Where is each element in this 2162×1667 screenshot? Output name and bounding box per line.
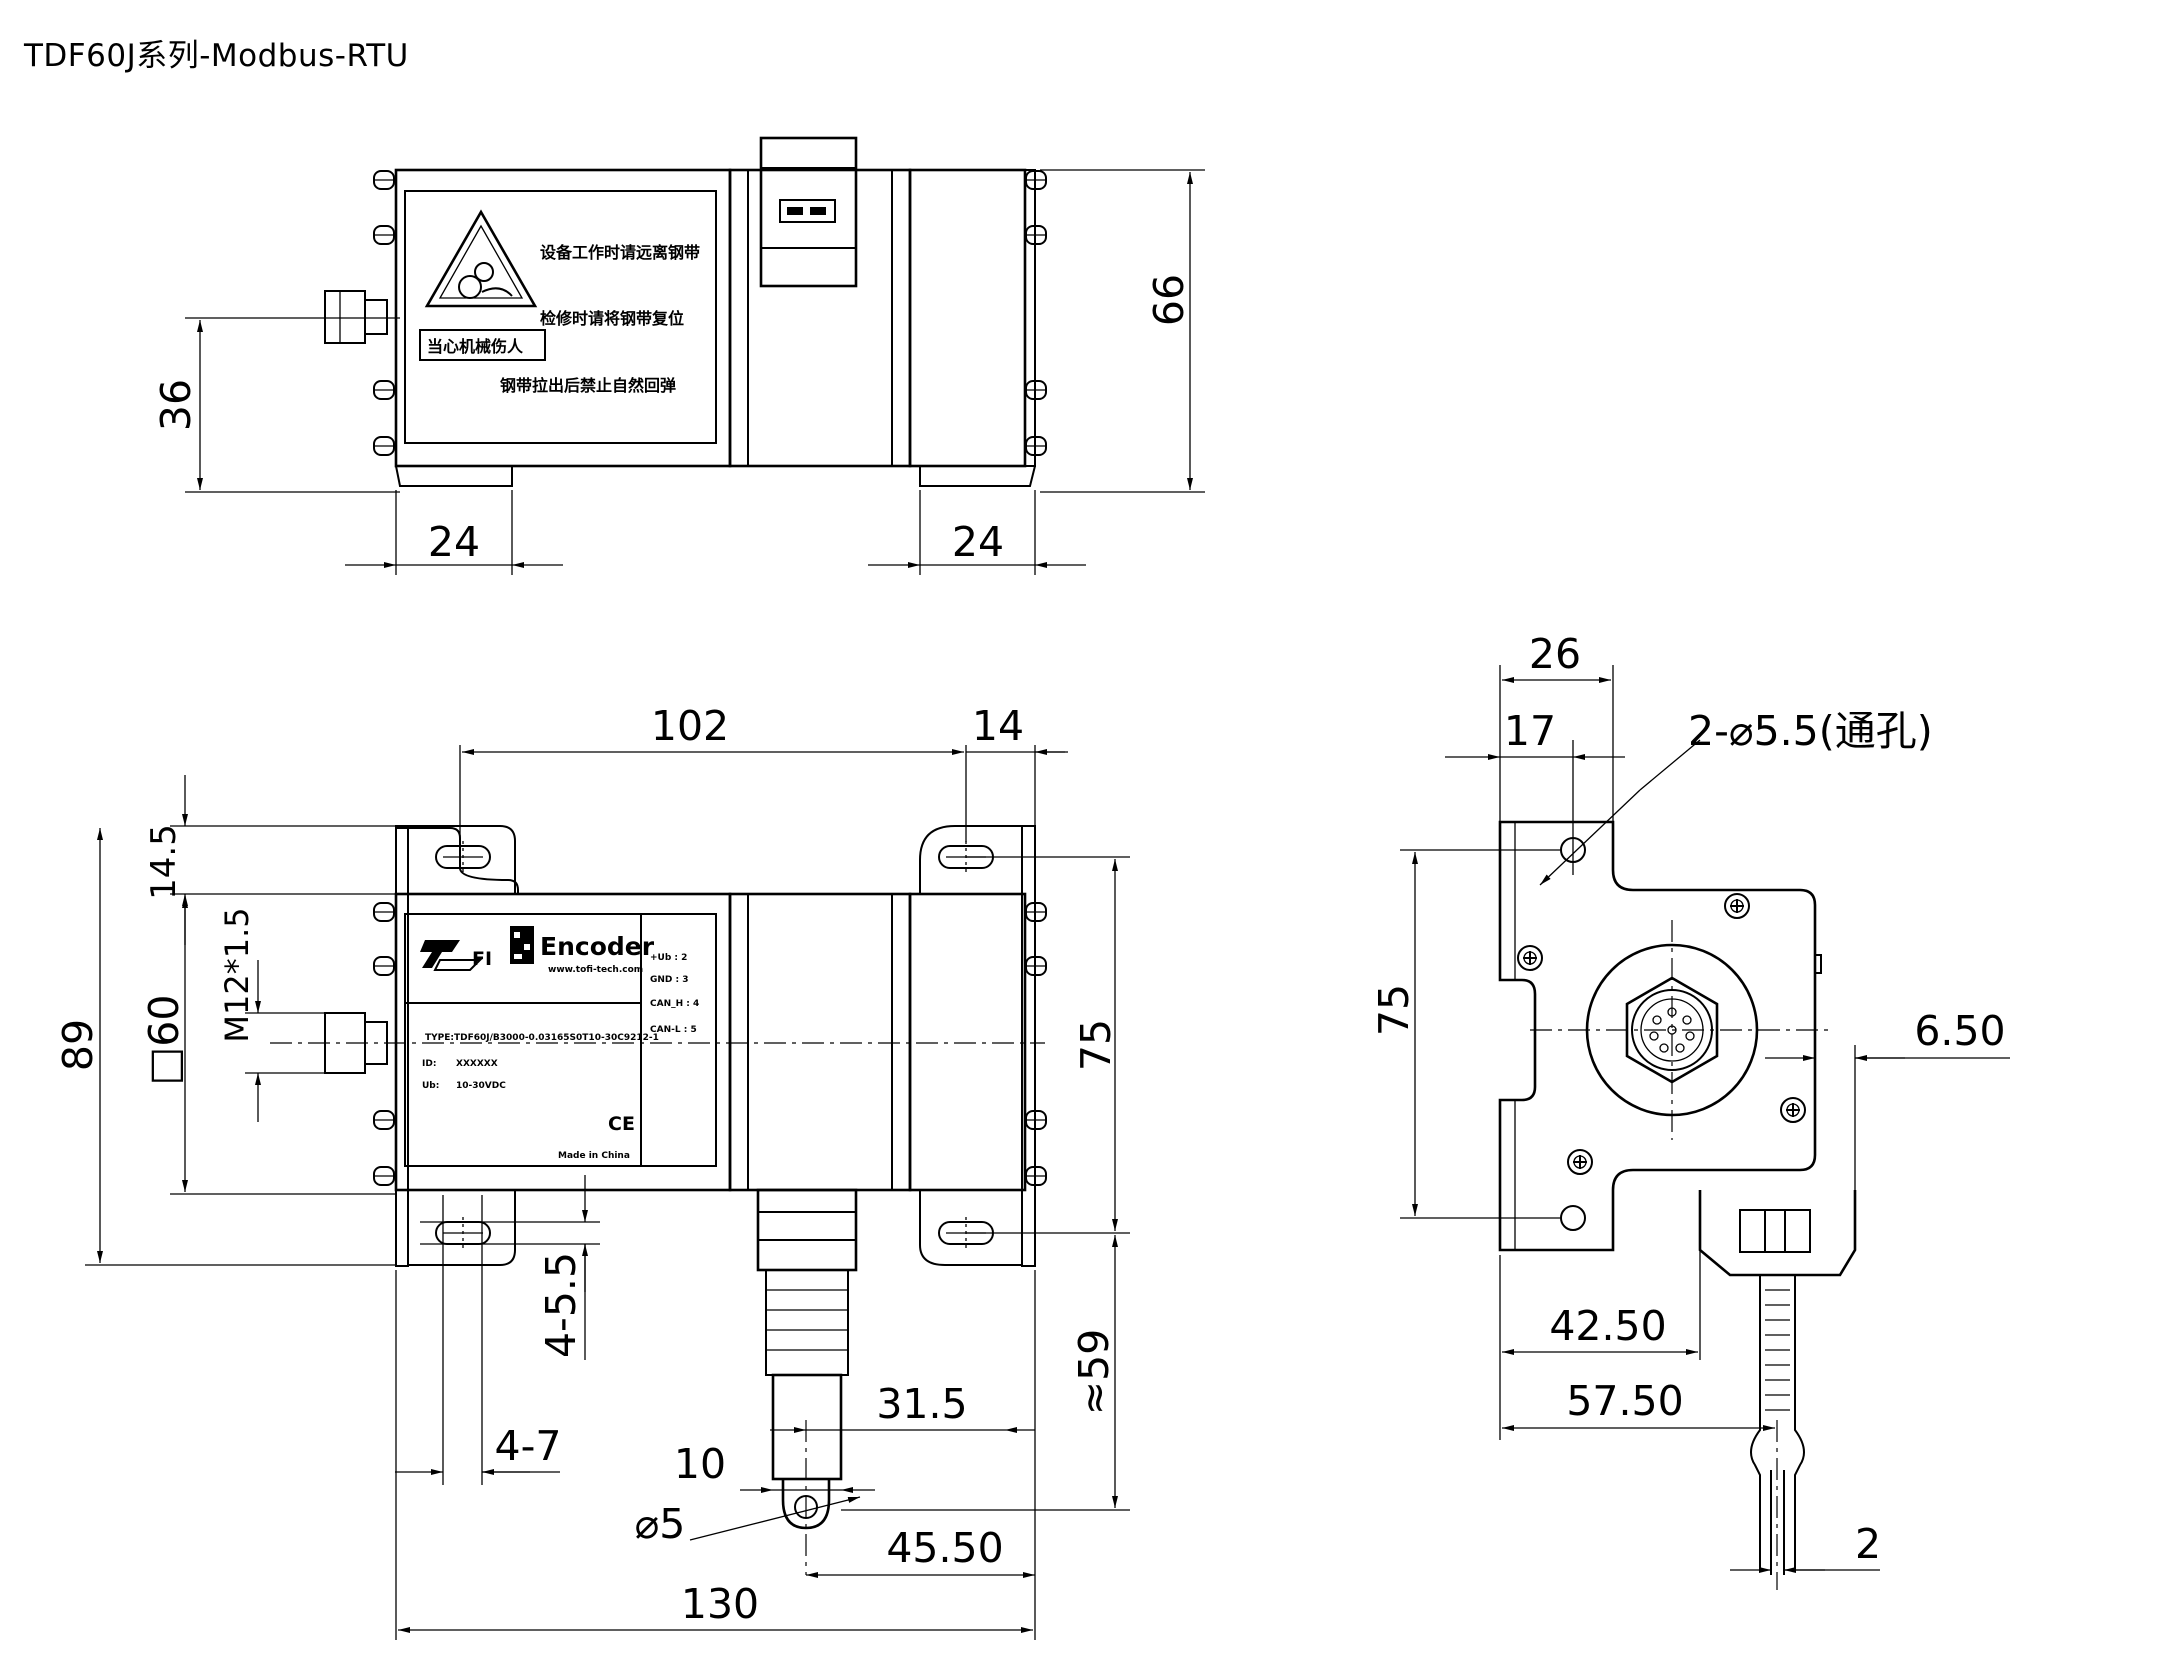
front-view: FI Encoder www.tofi-tech.com TYPE:TDF60J… — [54, 702, 1130, 1640]
dim-102: 102 — [651, 702, 729, 750]
screw-icon — [373, 956, 395, 976]
dim-14: 14 — [972, 702, 1024, 750]
brand-url: www.tofi-tech.com — [548, 965, 643, 975]
dim-square-60: □60 — [140, 995, 188, 1086]
dim-holes: 2-⌀5.5(通孔) — [1688, 707, 1933, 755]
dim-2: 2 — [1855, 1520, 1881, 1568]
side-view: 26 17 2-⌀5.5(通孔) 75 6.50 42.50 57.50 — [1370, 630, 2010, 1590]
id-value: XXXXXX — [456, 1059, 498, 1069]
dim-10: 10 — [674, 1440, 726, 1488]
dim-17: 17 — [1504, 707, 1556, 755]
warning-text-3: 钢带拉出后禁止自然回弹 — [500, 376, 676, 395]
page-title: TDF60J系列-Modbus-RTU — [24, 38, 409, 74]
screw-icon — [373, 1110, 395, 1130]
pin-2: GND : 3 — [650, 975, 689, 985]
logo-text: FI — [472, 948, 492, 970]
phillips-screw-icon — [1780, 1097, 1806, 1123]
dim-45-50: 45.50 — [886, 1524, 1003, 1572]
phillips-screw-icon — [1567, 1149, 1593, 1175]
dim-89: 89 — [54, 1019, 102, 1071]
brand-logo-icon — [420, 940, 483, 971]
screw-icon — [373, 1166, 395, 1186]
dim-approx-59: ≈59 — [1070, 1329, 1118, 1416]
warning-triangle-icon — [424, 209, 538, 308]
phillips-screw-icon — [1724, 893, 1750, 919]
ub-value: 10-30VDC — [456, 1081, 506, 1091]
warning-text-2: 检修时请将钢带复位 — [540, 309, 684, 328]
screw-icon — [373, 436, 395, 456]
dim-75: 75 — [1072, 1019, 1120, 1071]
mounting-hole-icon — [1560, 1205, 1586, 1231]
dim-14-5: 14.5 — [144, 824, 184, 900]
ub-label: Ub: — [422, 1081, 439, 1091]
screw-icon — [373, 380, 395, 400]
dim-24-left: 24 — [428, 518, 480, 566]
origin-text: Made in China — [558, 1151, 630, 1161]
id-label: ID: — [422, 1059, 436, 1069]
phillips-screw-icon — [1517, 945, 1543, 971]
top-view: 设备工作时请远离钢带 检修时请将钢带复位 当心机械伤人 钢带拉出后禁止自然回弹 … — [152, 136, 1205, 575]
dim-31-5: 31.5 — [876, 1380, 967, 1428]
dim-26: 26 — [1529, 630, 1581, 678]
dim-6-50: 6.50 — [1914, 1007, 2005, 1055]
warning-box-text: 当心机械伤人 — [427, 337, 524, 356]
screw-icon — [373, 170, 395, 190]
dim-m12: M12*1.5 — [218, 907, 256, 1042]
dim-dia-5: ⌀5 — [635, 1500, 686, 1548]
pin-1: +Ub : 2 — [650, 953, 687, 963]
dim-24-right: 24 — [952, 518, 1004, 566]
screw-icon — [373, 902, 395, 922]
dim-57-50: 57.50 — [1566, 1377, 1683, 1425]
screw-icon — [373, 225, 395, 245]
mounting-slot-icon — [435, 840, 491, 874]
dim-66: 66 — [1145, 274, 1193, 326]
type-line: TYPE:TDF60J/B3000-0.03165S0T10-30C9212-1 — [425, 1033, 659, 1043]
warning-text-1: 设备工作时请远离钢带 — [540, 243, 700, 262]
dim-36: 36 — [152, 379, 200, 431]
dim-130: 130 — [681, 1580, 759, 1628]
ce-mark-icon: CE — [608, 1113, 635, 1135]
dim-side-75: 75 — [1370, 984, 1418, 1036]
brand-name: Encoder — [540, 932, 655, 961]
pin-3: CAN_H : 4 — [650, 999, 699, 1009]
dim-4-7: 4-7 — [495, 1422, 562, 1470]
dim-42-50: 42.50 — [1549, 1302, 1666, 1350]
pin-4: CAN-L : 5 — [650, 1025, 697, 1035]
dim-4-5-5: 4-5.5 — [537, 1252, 585, 1358]
